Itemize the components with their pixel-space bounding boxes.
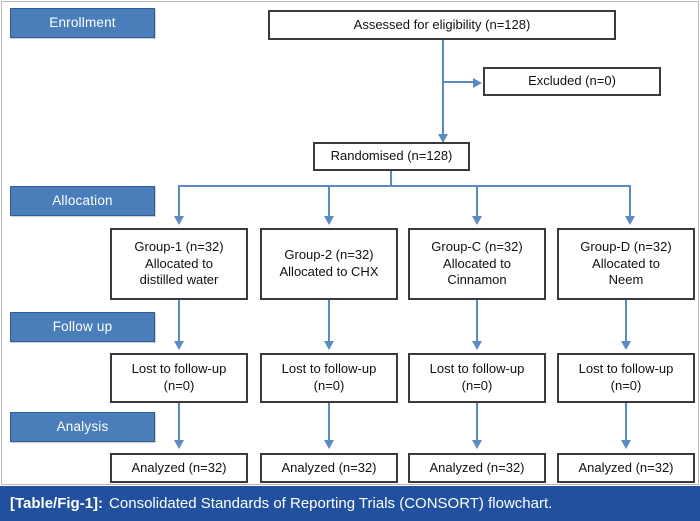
figure-caption: [Table/Fig-1]: Consolidated Standards of…	[0, 486, 700, 521]
arrowhead-lost-1	[174, 341, 184, 350]
box-line: Analyzed (n=32)	[429, 459, 525, 475]
connector-to-excluded	[444, 81, 475, 83]
connector-drop-group-d	[629, 185, 631, 219]
stage-badge-followup: Follow up	[10, 312, 155, 342]
box-line: (n=0)	[313, 378, 345, 393]
stage-badge-analysis: Analysis	[10, 412, 155, 442]
stage-label-followup: Follow up	[52, 319, 113, 335]
box-line: Lost to follow-up	[429, 361, 525, 377]
connector-lost-3-to-analyzed-3	[476, 403, 478, 443]
box-lost-to-followup-2: Lost to follow-up (n=0)	[260, 353, 398, 403]
box-line: Lost to follow-up	[131, 361, 227, 377]
box-line: Analyzed (n=32)	[131, 459, 227, 475]
box-line: Allocated to	[443, 255, 511, 271]
arrowhead-group-d	[625, 216, 635, 225]
box-line: Group-1 (n=32)	[134, 239, 224, 255]
arrowhead-analyzed-2	[324, 440, 334, 449]
stage-label-allocation: Allocation	[52, 193, 113, 209]
box-line: Analyzed (n=32)	[281, 459, 377, 475]
box-line: Lost to follow-up	[281, 361, 377, 377]
box-assessed-for-eligibility: Assessed for eligibility (n=128)	[268, 10, 616, 40]
connector-lost-2-to-analyzed-2	[328, 403, 330, 443]
arrowhead-lost-3	[472, 341, 482, 350]
box-lost-to-followup-3: Lost to follow-up (n=0)	[408, 353, 546, 403]
arrowhead-randomised	[438, 134, 448, 143]
box-line: Group-D (n=32)	[580, 239, 672, 255]
stage-label-analysis: Analysis	[56, 419, 109, 435]
connector-assessed-to-randomised	[442, 40, 444, 137]
arrowhead-analyzed-1	[174, 440, 184, 449]
connector-randomised-stem	[390, 171, 392, 185]
stage-badge-allocation: Allocation	[10, 186, 155, 216]
box-line: distilled water	[139, 272, 219, 288]
arrowhead-group-c	[472, 216, 482, 225]
stage-badge-enrollment: Enrollment	[10, 8, 155, 38]
arrowhead-group-2	[324, 216, 334, 225]
arrowhead-group-1	[174, 216, 184, 225]
box-line: Neem	[608, 272, 644, 288]
box-line: Allocated to	[592, 255, 660, 271]
box-line: Analyzed (n=32)	[578, 459, 674, 475]
box-line: Randomised (n=128)	[330, 148, 453, 164]
box-lost-to-followup-4: Lost to follow-up (n=0)	[557, 353, 695, 403]
box-excluded: Excluded (n=0)	[483, 67, 661, 96]
connector-group-d-to-lost-4	[625, 300, 627, 344]
arrowhead-analyzed-4	[621, 440, 631, 449]
connector-group-c-to-lost-3	[476, 300, 478, 344]
box-group-1: Group-1 (n=32) Allocated to distilled wa…	[110, 228, 248, 300]
connector-lost-4-to-analyzed-4	[625, 403, 627, 443]
connector-drop-group-c	[476, 185, 478, 219]
box-line: (n=0)	[163, 378, 195, 393]
box-analyzed-2: Analyzed (n=32)	[260, 453, 398, 483]
box-line: Allocated to CHX	[279, 264, 379, 279]
box-line: Group-2 (n=32)	[284, 247, 374, 263]
box-randomised: Randomised (n=128)	[313, 142, 470, 171]
figure-caption-tag: [Table/Fig-1]:	[10, 495, 104, 512]
box-line: Cinnamon	[447, 272, 507, 288]
connector-drop-group-2	[328, 185, 330, 219]
box-analyzed-4: Analyzed (n=32)	[557, 453, 695, 483]
box-lost-to-followup-1: Lost to follow-up (n=0)	[110, 353, 248, 403]
box-line: (n=0)	[461, 378, 493, 393]
box-group-c: Group-C (n=32) Allocated to Cinnamon	[408, 228, 546, 300]
arrowhead-excluded	[473, 78, 482, 88]
stage-label-enrollment: Enrollment	[49, 15, 116, 31]
connector-drop-group-1	[178, 185, 180, 219]
box-line: Excluded (n=0)	[528, 73, 616, 89]
connector-allocation-bar	[178, 185, 631, 187]
box-group-2: Group-2 (n=32) Allocated to CHX	[260, 228, 398, 300]
box-analyzed-1: Analyzed (n=32)	[110, 453, 248, 483]
box-line: (n=0)	[610, 378, 642, 393]
figure-caption-text: Consolidated Standards of Reporting Tria…	[109, 495, 553, 512]
arrowhead-lost-2	[324, 341, 334, 350]
connector-group-1-to-lost-1	[178, 300, 180, 344]
connector-group-2-to-lost-2	[328, 300, 330, 344]
connector-lost-1-to-analyzed-1	[178, 403, 180, 443]
box-line: Lost to follow-up	[578, 361, 674, 377]
box-line: Assessed for eligibility (n=128)	[353, 16, 531, 32]
arrowhead-analyzed-3	[472, 440, 482, 449]
box-line: Allocated to	[145, 255, 213, 271]
box-analyzed-3: Analyzed (n=32)	[408, 453, 546, 483]
arrowhead-lost-4	[621, 341, 631, 350]
box-group-d: Group-D (n=32) Allocated to Neem	[557, 228, 695, 300]
box-line: Group-C (n=32)	[431, 239, 523, 255]
